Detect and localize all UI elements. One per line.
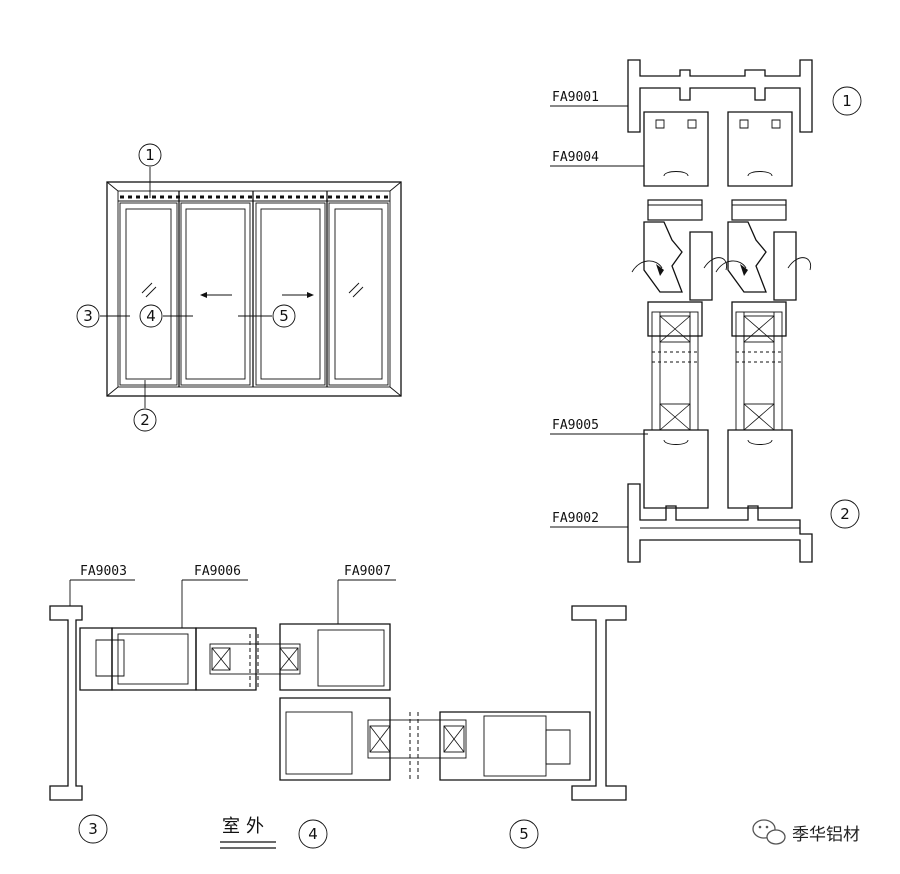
profile-label-fa9001: FA9001 (552, 90, 599, 105)
svg-text:2: 2 (840, 505, 850, 523)
exterior-label: 室外 (222, 816, 270, 837)
svg-text:3: 3 (83, 307, 93, 325)
svg-text:1: 1 (842, 92, 852, 110)
section-marker-4: 4 (298, 819, 328, 849)
glass-unit-bottom (367, 712, 467, 780)
wechat-icon (752, 819, 786, 845)
elevation-marker-1: 1 (138, 143, 162, 167)
sash-4 (328, 202, 389, 386)
profile-label-fa9003: FA9003 (80, 564, 127, 579)
svg-text:5: 5 (519, 825, 529, 843)
svg-text:3: 3 (88, 820, 98, 838)
elevation-marker-4: 4 (139, 304, 163, 328)
elevation-marker-5: 5 (272, 304, 296, 328)
svg-text:4: 4 (308, 825, 318, 843)
elevation-marker-3: 3 (76, 304, 100, 328)
watermark: 季华铝材 (752, 819, 860, 845)
section-marker-5: 5 (509, 819, 539, 849)
profile-label-fa9006: FA9006 (194, 564, 241, 579)
horizontal-section (49, 605, 627, 801)
sash-3 (255, 202, 326, 386)
elevation-marker-2: 2 (133, 408, 157, 432)
section-marker-1: 1 (832, 86, 862, 116)
profile-label-fa9002: FA9002 (552, 511, 599, 526)
section-marker-3: 3 (78, 814, 108, 844)
section-marker-2: 2 (830, 499, 860, 529)
profile-label-fa9005: FA9005 (552, 418, 599, 433)
glass-unit-top (209, 634, 301, 690)
svg-text:1: 1 (145, 146, 155, 164)
sash-1 (119, 202, 178, 386)
svg-text:2: 2 (140, 411, 150, 429)
slide-right-arrow (282, 292, 314, 298)
glass-mark-left (141, 282, 157, 298)
slide-left-arrow (200, 292, 232, 298)
svg-text:4: 4 (146, 307, 156, 325)
sash-2 (180, 202, 251, 386)
profile-label-fa9004: FA9004 (552, 150, 599, 165)
svg-text:5: 5 (279, 307, 289, 325)
glass-mark-right (348, 282, 364, 298)
watermark-text: 季华铝材 (792, 825, 860, 845)
profile-label-fa9007: FA9007 (344, 564, 391, 579)
vertical-section (627, 59, 813, 563)
glass-pane-left (651, 311, 699, 431)
glass-pane-right (735, 311, 783, 431)
window-elevation (100, 167, 402, 408)
